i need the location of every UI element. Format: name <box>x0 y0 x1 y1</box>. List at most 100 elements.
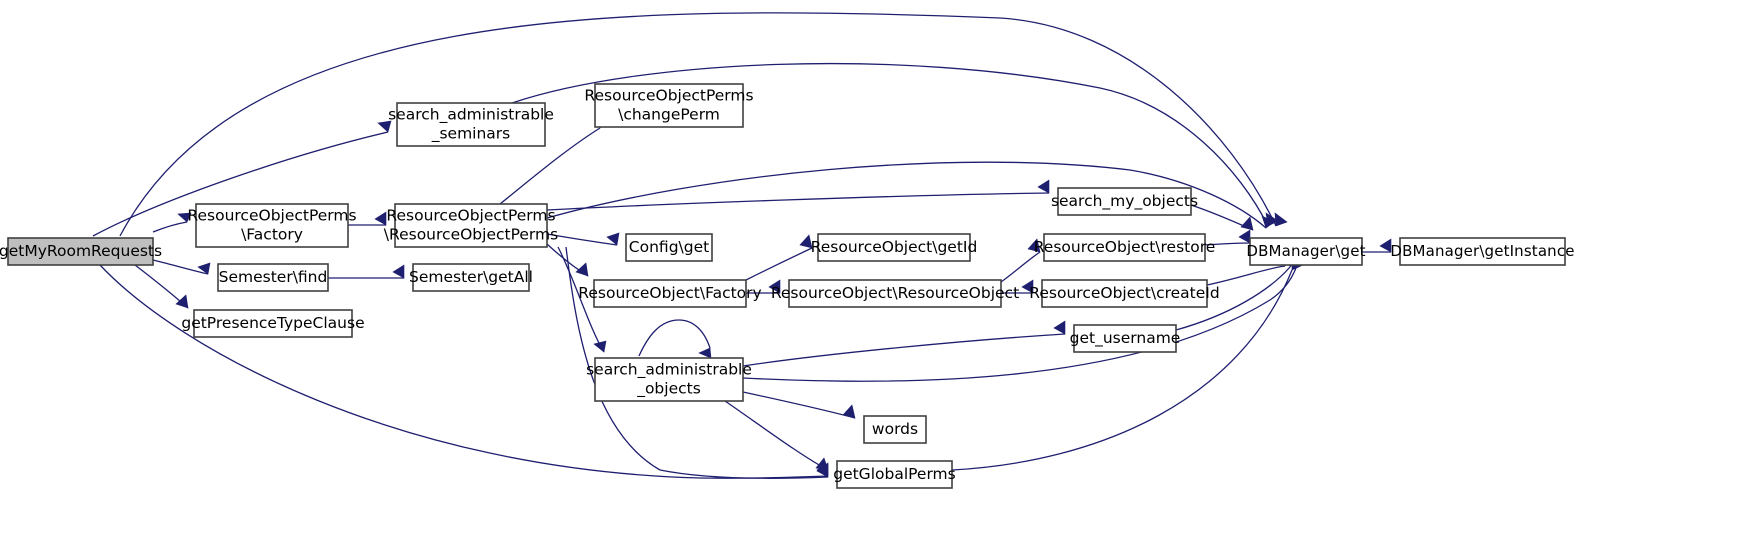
node-label: Semester\find <box>219 268 328 286</box>
arrowhead-icon <box>698 347 712 359</box>
node-label: getMyRoomRequests <box>0 242 162 260</box>
graph-node-roResourceObject[interactable]: ResourceObject\ResourceObject <box>771 279 1019 308</box>
node-box[interactable] <box>1249 237 1363 266</box>
edge-ropResourceObjectPerms-to-searchMyObjects <box>546 179 1050 211</box>
node-box[interactable] <box>1399 237 1566 266</box>
node-box[interactable] <box>594 83 744 128</box>
node-label: ResourceObjectPerms <box>584 87 753 105</box>
edge-ropResourceObjectPerms-to-configGet <box>546 232 620 246</box>
node-box[interactable] <box>788 279 1002 308</box>
graph-node-searchMyObjects[interactable]: search_my_objects <box>1051 187 1198 216</box>
edge-getMyRoomRequests-to-searchAdminSeminars <box>92 120 392 237</box>
graph-node-ropResourceObjectPerms[interactable]: ResourceObjectPerms\ResourceObjectPerms <box>384 203 558 248</box>
arrowhead-icon <box>1053 320 1066 335</box>
graph-node-getGlobalPerms[interactable]: getGlobalPerms <box>833 460 956 489</box>
edge-ropFactory-to-ropResourceObjectPerms <box>348 211 387 226</box>
graph-node-semesterGetAll[interactable]: Semester\getAll <box>409 263 533 292</box>
arrowhead-icon <box>842 404 856 419</box>
graph-node-getUsername[interactable]: get_username <box>1070 324 1181 353</box>
node-label: ResourceObjectPerms <box>386 207 555 225</box>
node-label: _objects <box>636 380 701 399</box>
node-label: ResourceObject\createId <box>1029 284 1219 302</box>
arrowhead-icon <box>177 212 192 223</box>
node-label: get_username <box>1070 329 1181 348</box>
node-box[interactable] <box>1041 279 1208 308</box>
node-box[interactable] <box>593 279 747 308</box>
node-label: Semester\getAll <box>409 268 533 286</box>
arrowhead-icon <box>1240 216 1254 231</box>
node-label: search_administrable <box>388 106 554 125</box>
arrowhead-icon <box>1274 212 1288 227</box>
arrowhead-icon <box>593 340 607 353</box>
arrowhead-icon <box>377 120 392 133</box>
edge-searchAdminObjects-to-getGlobalPerms <box>724 400 829 471</box>
node-box[interactable] <box>836 460 953 489</box>
node-label: search_administrable <box>586 361 752 380</box>
node-label: ResourceObject\restore <box>1034 238 1216 256</box>
arrowhead-icon <box>606 232 620 246</box>
arrowhead-icon <box>392 264 405 279</box>
graph-node-searchAdminObjects[interactable]: search_administrable_objects <box>586 357 752 402</box>
edges-layer <box>92 12 1392 479</box>
node-box[interactable] <box>394 203 548 248</box>
arrowhead-icon <box>1379 238 1392 253</box>
arrowhead-icon <box>768 279 781 294</box>
graph-node-semesterFind[interactable]: Semester\find <box>217 263 329 292</box>
edge-searchMyObjects-to-dbManagerGet <box>1190 204 1254 231</box>
graph-node-dbManagerGetInstance[interactable]: DBManager\getInstance <box>1390 237 1574 266</box>
edge-dbManagerGet-to-dbManagerGetInstance <box>1362 238 1392 253</box>
node-box[interactable] <box>7 237 154 266</box>
graph-node-roRestore[interactable]: ResourceObject\restore <box>1034 233 1216 262</box>
node-box[interactable] <box>625 233 713 262</box>
graph-node-getPresenceTypeClause[interactable]: getPresenceTypeClause <box>181 309 365 338</box>
edge-getMyRoomRequests-to-getPresenceTypeClause <box>134 264 189 309</box>
edge-roFactory-to-roResourceObject <box>746 279 781 294</box>
graph-node-roFactory[interactable]: ResourceObject\Factory <box>578 279 762 308</box>
node-box[interactable] <box>193 309 353 338</box>
edge-roRestore-to-dbManagerGet <box>1204 229 1251 246</box>
edge-ropResourceObjectPerms-to-dbManagerGet <box>546 161 1275 229</box>
node-label: search_my_objects <box>1051 192 1198 211</box>
node-box[interactable] <box>817 233 971 262</box>
arrowhead-icon <box>1027 238 1041 253</box>
graph-node-searchAdminSeminars[interactable]: search_administrable_seminars <box>388 102 554 147</box>
graph-node-getMyRoomRequests[interactable]: getMyRoomRequests <box>0 237 162 266</box>
node-box[interactable] <box>594 357 744 402</box>
node-label: \changePerm <box>618 106 720 124</box>
node-box[interactable] <box>412 263 530 292</box>
node-label: ResourceObject\getId <box>811 238 978 256</box>
graph-node-ropFactory[interactable]: ResourceObjectPerms\Factory <box>187 203 357 248</box>
node-box[interactable] <box>1043 233 1206 262</box>
node-label: DBManager\getInstance <box>1390 242 1574 260</box>
edge-roFactory-to-roGetId <box>745 234 813 281</box>
node-label: ResourceObjectPerms <box>187 207 356 225</box>
node-label: getPresenceTypeClause <box>181 314 364 332</box>
graph-node-words[interactable]: words <box>863 415 927 444</box>
arrowhead-icon <box>1021 279 1034 294</box>
graph-node-ropChangePerm[interactable]: ResourceObjectPerms\changePerm <box>584 83 754 128</box>
arrowhead-icon <box>815 457 829 471</box>
arrowhead-icon <box>175 294 189 309</box>
graph-node-roCreateId[interactable]: ResourceObject\createId <box>1029 279 1220 308</box>
edge-getMyRoomRequests-to-ropFactory <box>152 212 192 233</box>
graph-node-configGet[interactable]: Config\get <box>625 233 713 262</box>
edge-semesterFind-to-semesterGetAll <box>328 264 405 279</box>
edge-getMyRoomRequests-to-semesterFind <box>152 259 211 275</box>
arrowhead-icon <box>1037 179 1050 194</box>
graph-node-dbManagerGet[interactable]: DBManager\get <box>1246 237 1365 266</box>
node-box[interactable] <box>195 203 349 248</box>
node-box[interactable] <box>1073 324 1177 353</box>
node-box[interactable] <box>217 263 329 292</box>
node-box[interactable] <box>863 415 927 444</box>
node-label: ResourceObject\Factory <box>578 284 761 302</box>
arrowhead-icon <box>374 211 387 226</box>
arrowhead-icon <box>1238 229 1251 244</box>
edge-searchAdminObjects-to-dbManagerGet <box>742 254 1306 382</box>
node-box[interactable] <box>1057 187 1192 216</box>
node-label: \ResourceObjectPerms <box>384 226 558 244</box>
node-box[interactable] <box>396 102 546 147</box>
arrowhead-icon <box>1261 215 1275 229</box>
nodes-layer: getMyRoomRequests ResourceObjectPerms\Fac… <box>0 83 1574 489</box>
graph-node-roGetId[interactable]: ResourceObject\getId <box>811 233 978 262</box>
